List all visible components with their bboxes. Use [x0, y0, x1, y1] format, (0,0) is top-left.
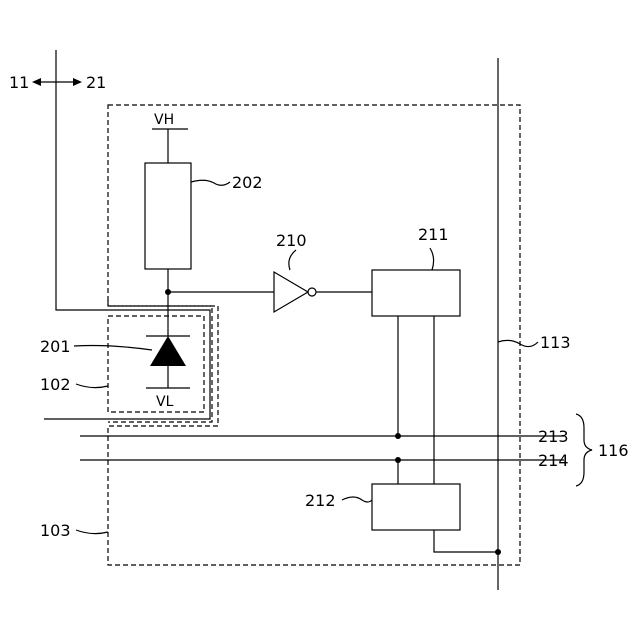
inverter-bubble — [308, 288, 316, 296]
ref-116-label: 116 — [598, 441, 629, 460]
ref-211-label: 211 — [418, 225, 449, 244]
terminal-11-label: 11 — [9, 73, 29, 92]
inverter-210 — [274, 272, 308, 312]
ref-102-label: 102 — [40, 375, 71, 394]
leader-102 — [76, 384, 108, 388]
brace-116 — [576, 414, 592, 486]
vl-label: VL — [156, 394, 174, 410]
leader-211 — [430, 248, 434, 270]
ref-202-label: 202 — [232, 173, 263, 192]
diode-201 — [150, 336, 186, 366]
vh-label: VH — [154, 112, 174, 128]
ref-213-label: 213 — [538, 427, 569, 446]
ref-201-label: 201 — [40, 337, 71, 356]
block-211 — [372, 270, 460, 316]
leader-201 — [74, 346, 152, 351]
wire-212-to-113 — [434, 530, 498, 552]
leader-103 — [76, 530, 108, 534]
junction-113 — [495, 549, 501, 555]
arrow-left-icon — [32, 78, 41, 86]
leader-212 — [342, 497, 372, 502]
ref-103-label: 103 — [40, 521, 71, 540]
ref-113-label: 113 — [540, 333, 571, 352]
arrow-right-icon — [73, 78, 82, 86]
ref-210-label: 210 — [276, 231, 307, 250]
ref-214-label: 214 — [538, 451, 569, 470]
leader-210 — [289, 250, 296, 270]
terminal-21-label: 21 — [86, 73, 106, 92]
leader-113 — [498, 340, 538, 346]
resistor-202 — [145, 163, 191, 269]
block-212 — [372, 484, 460, 530]
junction-213 — [395, 433, 401, 439]
ref-212-label: 212 — [305, 491, 336, 510]
leader-202 — [191, 180, 230, 185]
